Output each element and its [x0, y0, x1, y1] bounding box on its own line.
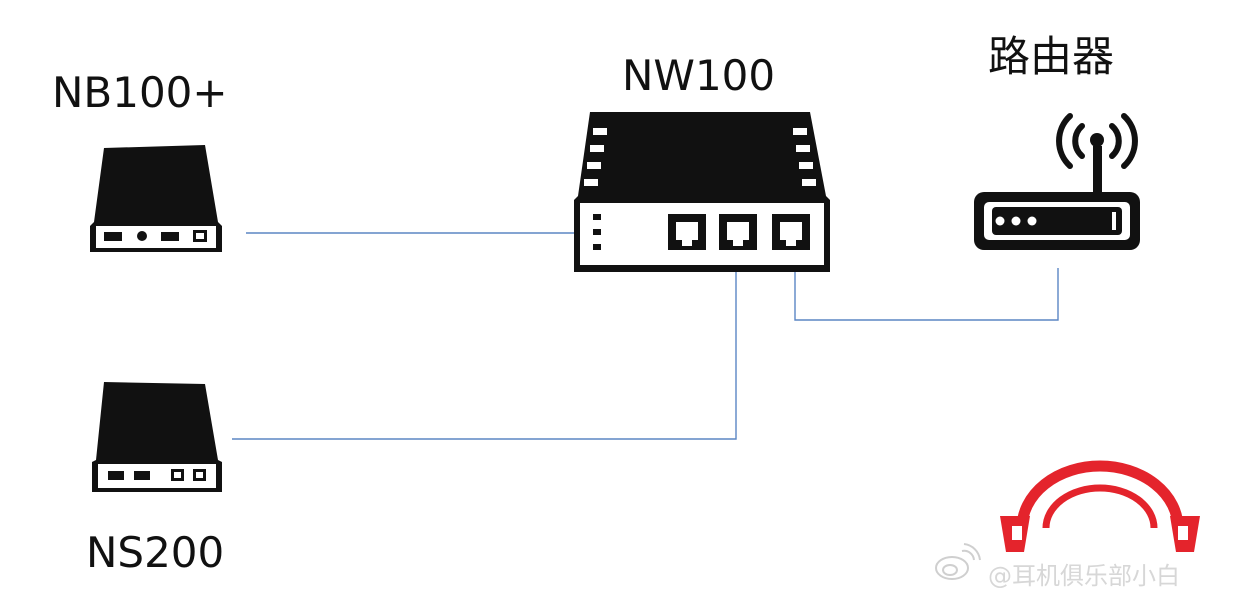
- ns200-device-icon: [92, 382, 222, 492]
- nw100-switch-icon: [574, 112, 830, 272]
- headphone-logo-icon: [1000, 460, 1200, 552]
- nb100-label: NB100+: [52, 68, 228, 117]
- rj45-port-3: [772, 214, 810, 250]
- router-label: 路由器: [988, 32, 1115, 81]
- weibo-icon: [935, 543, 981, 580]
- line-nw100-to-router: [794, 253, 1059, 321]
- rj45-port-2: [719, 214, 757, 250]
- rj45-port-1: [668, 214, 706, 250]
- nw100-label: NW100: [622, 51, 776, 100]
- ns200-label: NS200: [86, 528, 225, 577]
- nb100-device-icon: [90, 145, 222, 252]
- line-ns200-to-nw100: [232, 253, 737, 440]
- watermark-text: @耳机俱乐部小白: [988, 562, 1180, 590]
- router-icon: [974, 113, 1140, 250]
